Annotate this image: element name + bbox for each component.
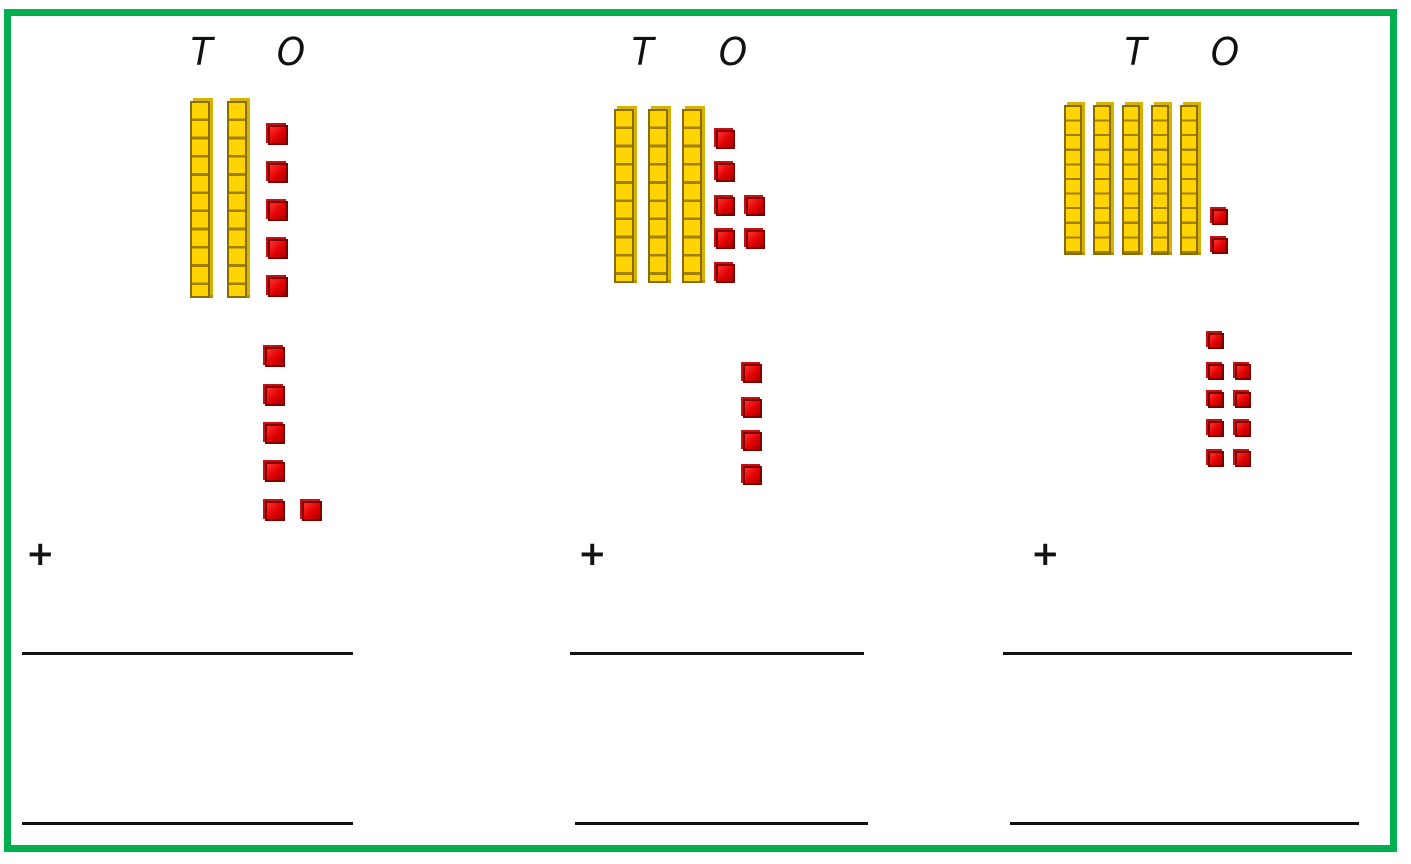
- one-cube: [1235, 364, 1251, 380]
- one-cube: [268, 201, 288, 221]
- ones-header: O: [1210, 30, 1240, 74]
- one-cube: [1235, 451, 1251, 467]
- one-cube: [716, 230, 735, 249]
- tens-header: T: [1124, 30, 1147, 74]
- ten-rod: [682, 109, 702, 283]
- one-cube: [268, 277, 288, 297]
- one-cube: [1235, 421, 1251, 437]
- one-cube: [268, 239, 288, 259]
- one-cube: [746, 230, 765, 249]
- ten-rod: [1151, 105, 1169, 255]
- answer-line[interactable]: [575, 822, 868, 825]
- ones-header: O: [276, 30, 306, 74]
- ten-rod: [614, 109, 634, 283]
- answer-line[interactable]: [570, 652, 864, 655]
- one-cube: [268, 125, 288, 145]
- one-cube: [1212, 209, 1228, 225]
- one-cube: [1208, 364, 1224, 380]
- one-cube: [1235, 392, 1251, 408]
- answer-line[interactable]: [1010, 822, 1359, 825]
- answer-line[interactable]: [22, 652, 353, 655]
- one-cube: [716, 130, 735, 149]
- one-cube: [1208, 392, 1224, 408]
- one-cube: [1212, 238, 1228, 254]
- one-cube: [265, 386, 285, 406]
- one-cube: [302, 501, 322, 521]
- ten-rod: [190, 101, 210, 298]
- one-cube: [716, 197, 735, 216]
- plus-sign: +: [26, 534, 55, 574]
- tens-header: T: [631, 30, 654, 74]
- one-cube: [743, 466, 762, 485]
- ten-rod: [227, 101, 247, 298]
- answer-line[interactable]: [22, 822, 353, 825]
- one-cube: [743, 399, 762, 418]
- one-cube: [265, 462, 285, 482]
- ten-rod: [1180, 105, 1198, 255]
- one-cube: [1208, 333, 1224, 349]
- one-cube: [746, 197, 765, 216]
- plus-sign: +: [578, 534, 607, 574]
- ones-header: O: [718, 30, 748, 74]
- ten-rod: [1093, 105, 1111, 255]
- ten-rod: [1064, 105, 1082, 255]
- one-cube: [265, 347, 285, 367]
- one-cube: [743, 432, 762, 451]
- one-cube: [716, 264, 735, 283]
- ten-rod: [1122, 105, 1140, 255]
- ten-rod: [648, 109, 668, 283]
- one-cube: [1208, 421, 1224, 437]
- plus-sign: +: [1031, 534, 1060, 574]
- tens-header: T: [190, 30, 213, 74]
- one-cube: [743, 364, 762, 383]
- one-cube: [265, 501, 285, 521]
- one-cube: [716, 163, 735, 182]
- one-cube: [265, 424, 285, 444]
- one-cube: [1208, 451, 1224, 467]
- one-cube: [268, 163, 288, 183]
- answer-line[interactable]: [1003, 652, 1352, 655]
